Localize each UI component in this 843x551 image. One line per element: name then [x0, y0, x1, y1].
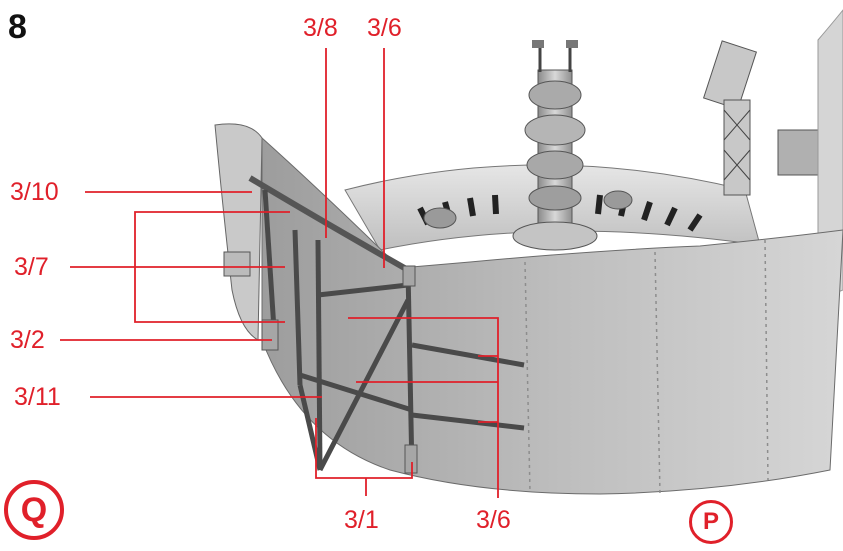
marker-p: P: [689, 500, 733, 544]
main-wall: [261, 136, 843, 495]
frame-plates: [261, 265, 418, 474]
leader-lines: [60, 48, 499, 498]
label-3-6-bottom: 3/6: [476, 506, 511, 534]
label-3-11: 3/11: [14, 383, 61, 411]
label-3-7: 3/7: [14, 253, 49, 281]
marker-q: Q: [4, 480, 64, 540]
label-3-2: 3/2: [10, 326, 45, 354]
dome-left: [423, 207, 457, 229]
central-tower: [512, 40, 598, 251]
right-arm: [702, 40, 829, 196]
left-small-frame: [223, 251, 251, 277]
step-number: 8: [8, 8, 27, 46]
label-3-6-top: 3/6: [367, 14, 402, 42]
label-3-1: 3/1: [344, 506, 379, 534]
wall-top-rail: [248, 175, 410, 273]
dome-right: [603, 190, 633, 210]
back-wall-right: [817, 9, 843, 301]
label-3-10: 3/10: [10, 178, 59, 206]
support-frame: [262, 189, 525, 473]
label-3-8-top: 3/8: [303, 14, 338, 42]
left-curl-panel: [214, 123, 263, 341]
wall-seams: [524, 239, 769, 495]
